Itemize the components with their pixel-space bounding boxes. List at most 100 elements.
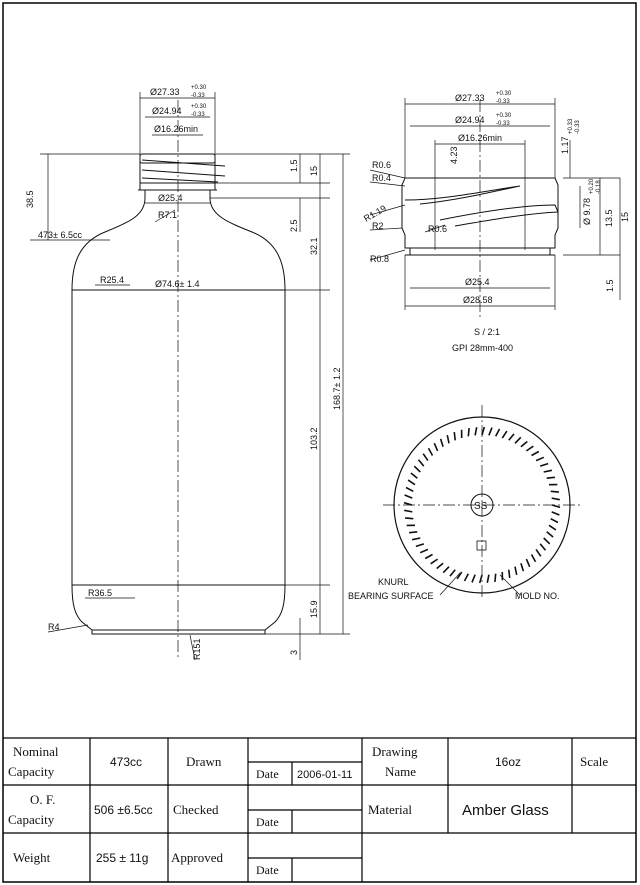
knurl-tick [446,434,450,444]
finish-side-tol-plus: +0.33 [568,118,574,134]
dim-fill-height: 38.5 [25,190,35,208]
base-view: SS KNURL BEARING SURFACE MOLD NO. [348,405,580,601]
drawing-name-label-1: Drawing [372,744,418,759]
knurl-tick [486,574,490,583]
knurl-tick [520,440,528,448]
finish-r0-6b: R0.6 [428,224,447,234]
bottle-side-view [71,153,286,635]
dim-top-outer-tol-plus: +0.30 [191,85,207,91]
dim-r-heel: R36.5 [88,588,112,598]
dim-r-push: R151 [192,638,202,660]
finish-dimension-lines [369,98,621,310]
of-capacity-label-2: Capacity [8,812,55,827]
dim-fill-capacity: 473± 6.5cc [38,230,82,240]
title-block [3,737,636,882]
knurl-tick [404,494,413,499]
knurl-tick [449,569,456,577]
bearing-surface-label: BEARING SURFACE [348,591,434,601]
knurl-tick [550,517,559,524]
dim-r-neck: R7.1 [158,210,177,220]
knurl-tick [430,558,439,565]
knurl-tick [413,465,421,473]
bottle-dimension-lines [30,92,350,661]
knurl-tick [514,436,522,444]
finish-r2: R2 [372,221,384,231]
finish-outer-tol-minus: -0.33 [496,99,510,105]
knurl-tick [551,511,560,516]
knurl-tick [417,459,425,467]
knurl-tick [439,438,444,448]
knurl-tick [543,537,551,545]
dim-neck: Ø25.4 [158,193,183,203]
knurl-tick [539,462,549,467]
dim-top-outer-tol-minus: -0.33 [191,93,205,99]
material-label: Material [368,802,412,817]
knurl-tick [405,486,414,493]
finish-flange: Ø28.58 [463,295,493,305]
knurl-tick [531,450,540,457]
finish-r0-6: R0.6 [372,160,391,170]
knurl-tick [407,479,416,486]
knurl-tick [422,453,429,462]
dim-top-outer: Ø27.33 [150,87,180,97]
date-label-checked: Date [256,815,279,829]
knurl-tick [411,537,421,541]
knurl-tick [415,543,425,548]
finish-standard: GPI 28mm-400 [452,343,513,353]
knurl-tick [551,504,561,509]
finish-thread-dia-tol-minus: -0.18 [596,180,602,194]
dim-v-2-5: 2.5 [289,219,299,232]
dim-v-15-9: 15.9 [309,600,319,618]
dim-v-32-1: 32.1 [309,237,319,255]
finish-side-tol-minus: -0.33 [575,120,581,134]
knurl-tick [463,573,470,582]
weight-value: 255 ± 11g [96,851,148,865]
date-label-approved: Date [256,863,279,877]
dim-v-15: 15 [309,166,319,176]
finish-dimension-text: Ø27.33 +0.30 -0.33 Ø24.94 +0.30 -0.33 Ø1… [362,91,630,353]
knurl-tick [427,447,434,456]
dim-v-1-5: 1.5 [289,159,299,172]
finish-h1-5: 1.5 [605,279,615,292]
dim-top-inner-tol-plus: +0.30 [191,104,207,110]
knurl-tick [494,573,497,582]
finish-thread-pitch: 4.23 [449,146,459,164]
dim-top-inner-tol-minus: -0.33 [191,112,205,118]
knurl-tick [467,428,470,437]
knurl-label: KNURL [378,577,409,587]
of-capacity-value: 506 ±6.5cc [94,803,153,817]
knurl-tick [551,497,560,501]
date-label-drawn: Date [256,767,279,781]
knurl-tick [508,433,515,441]
finish-inner-tol-plus: +0.30 [496,113,512,119]
finish-side-tol: 1.17 [560,136,570,154]
knurl-tick [404,509,413,513]
logo-circle [470,493,494,517]
knurl-tick [550,490,559,493]
dim-r-base: R4 [48,622,60,632]
knurl-tick [535,456,545,462]
dim-top-inner: Ø24.94 [152,106,182,116]
knurl-tick [508,569,511,578]
knurl-tick [546,476,555,479]
knurl-tick [424,553,433,560]
knurl-tick [525,558,531,568]
of-capacity-label-1: O. F. [30,792,55,807]
knurl-tick [410,472,418,479]
knurl-tick [453,432,456,441]
knurl-tick [405,517,414,520]
knurl-tick [514,566,518,576]
approved-label: Approved [171,850,223,865]
knurl-tick [546,531,554,538]
nominal-capacity-value: 473cc [110,755,142,769]
finish-bore: Ø16.26min [458,133,502,143]
knurl-tick [456,571,463,580]
knurl-tick [520,562,525,572]
knurl-tick [419,548,429,554]
knurl-tick [494,428,501,437]
finish-thread-dia-tol-plus: +0.20 [589,178,595,194]
finish-thread-dia: Ø 9.78 [582,198,592,225]
mold-number-box [476,540,487,551]
finish-h13-5: 13.5 [604,209,614,227]
